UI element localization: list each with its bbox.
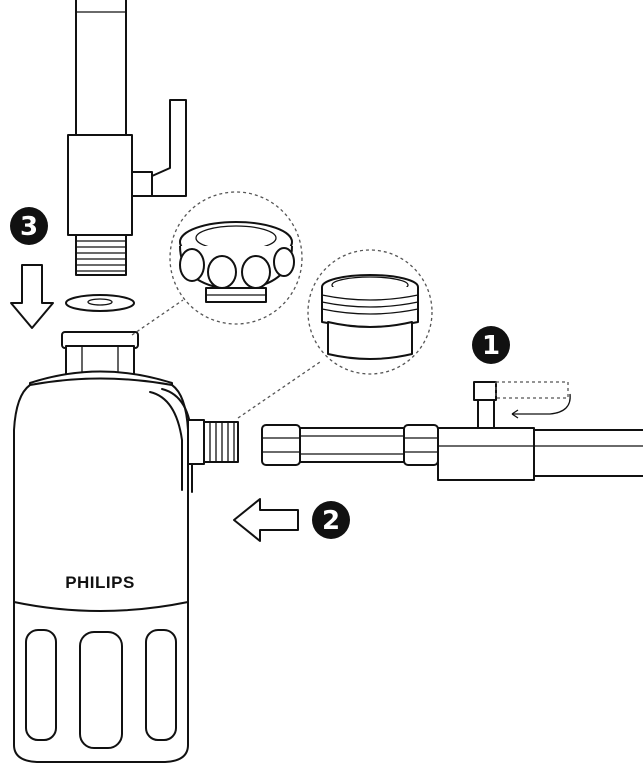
- step-1-number: 1: [482, 331, 500, 361]
- supply-pipe: [67, 0, 187, 276]
- sleeve-callout: [237, 249, 433, 419]
- filter-housing: [13, 331, 239, 763]
- step-3-badge: 3: [10, 207, 48, 245]
- valve-turn-arrow-icon: [512, 393, 571, 415]
- step-3-number: 3: [20, 212, 38, 242]
- arrow-down-icon: [10, 264, 54, 329]
- step-1-badge: 1: [472, 326, 510, 364]
- step-2-number: 2: [322, 506, 340, 536]
- adapter-callout: [131, 191, 303, 336]
- brand-logo: PHILIPS: [65, 573, 135, 592]
- step-2-badge: 2: [312, 501, 350, 539]
- sealing-washer: [65, 294, 135, 312]
- connection-hose: [261, 381, 643, 481]
- arrow-left-icon: [233, 498, 299, 542]
